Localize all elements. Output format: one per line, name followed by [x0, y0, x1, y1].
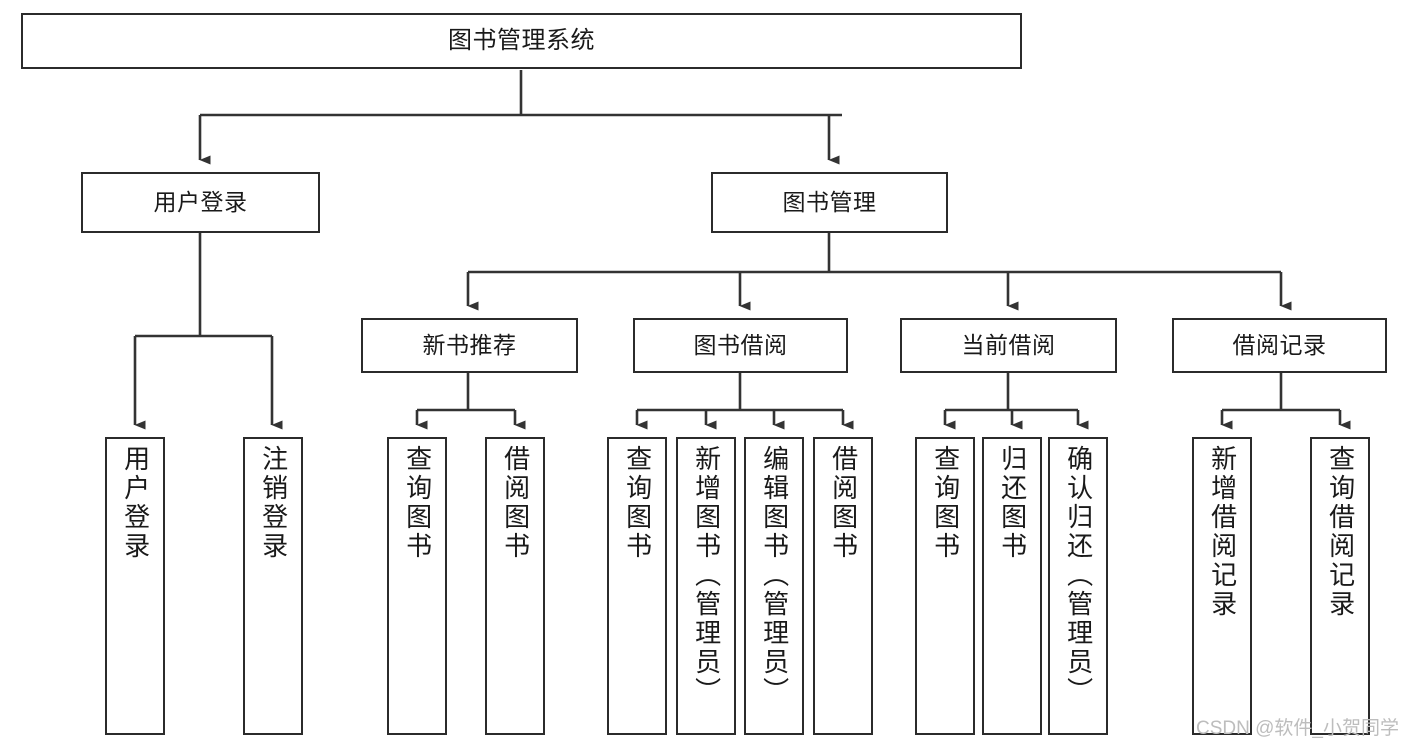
node-confirm-return[interactable]: 确认归还（管理员）: [1048, 437, 1108, 735]
node-add-book[interactable]: 新增图书（管理员）: [676, 437, 736, 735]
node-query-book-2[interactable]: 查询图书: [607, 437, 667, 735]
node-borrow-record-label: 借阅记录: [1232, 331, 1327, 358]
node-current-borrow-label: 当前借阅: [961, 331, 1056, 358]
node-book-management[interactable]: 图书管理: [711, 172, 948, 233]
node-query-book-1-label: 查询图书: [402, 445, 433, 561]
node-new-book-recommend[interactable]: 新书推荐: [361, 318, 578, 373]
node-new-book-recommend-label: 新书推荐: [422, 331, 517, 358]
node-book-borrow[interactable]: 图书借阅: [633, 318, 848, 373]
node-root-label: 图书管理系统: [448, 26, 595, 54]
node-borrow-record[interactable]: 借阅记录: [1172, 318, 1387, 373]
node-add-book-label: 新增图书（管理员）: [691, 445, 722, 706]
node-borrow-book-2[interactable]: 借阅图书: [813, 437, 873, 735]
node-borrow-book-1-label: 借阅图书: [500, 445, 531, 561]
node-return-book-label: 归还图书: [997, 445, 1028, 561]
node-edit-book[interactable]: 编辑图书（管理员）: [744, 437, 804, 735]
watermark-text: CSDN @软件_小贺同学: [1196, 718, 1399, 739]
node-current-borrow[interactable]: 当前借阅: [900, 318, 1117, 373]
node-user-logout-leaf[interactable]: 注销登录: [243, 437, 303, 735]
node-query-book-3-label: 查询图书: [930, 445, 961, 561]
node-confirm-return-label: 确认归还（管理员）: [1063, 445, 1094, 706]
node-add-borrow-record-label: 新增借阅记录: [1207, 445, 1238, 619]
node-query-book-3[interactable]: 查询图书: [915, 437, 975, 735]
node-query-borrow-record[interactable]: 查询借阅记录: [1310, 437, 1370, 735]
node-user-login-leaf[interactable]: 用户登录: [105, 437, 165, 735]
node-book-borrow-label: 图书借阅: [693, 331, 788, 358]
node-borrow-book-1[interactable]: 借阅图书: [485, 437, 545, 735]
node-user-login-label: 用户登录: [153, 188, 248, 215]
node-user-logout-leaf-label: 注销登录: [258, 445, 289, 561]
node-query-borrow-record-label: 查询借阅记录: [1325, 445, 1356, 619]
node-user-login[interactable]: 用户登录: [81, 172, 320, 233]
node-query-book-1[interactable]: 查询图书: [387, 437, 447, 735]
node-return-book[interactable]: 归还图书: [982, 437, 1042, 735]
node-root[interactable]: 图书管理系统: [21, 13, 1022, 69]
node-edit-book-label: 编辑图书（管理员）: [759, 445, 790, 706]
node-borrow-book-2-label: 借阅图书: [828, 445, 859, 561]
node-query-book-2-label: 查询图书: [622, 445, 653, 561]
node-add-borrow-record[interactable]: 新增借阅记录: [1192, 437, 1252, 735]
node-user-login-leaf-label: 用户登录: [120, 445, 151, 561]
node-book-management-label: 图书管理: [782, 188, 877, 215]
